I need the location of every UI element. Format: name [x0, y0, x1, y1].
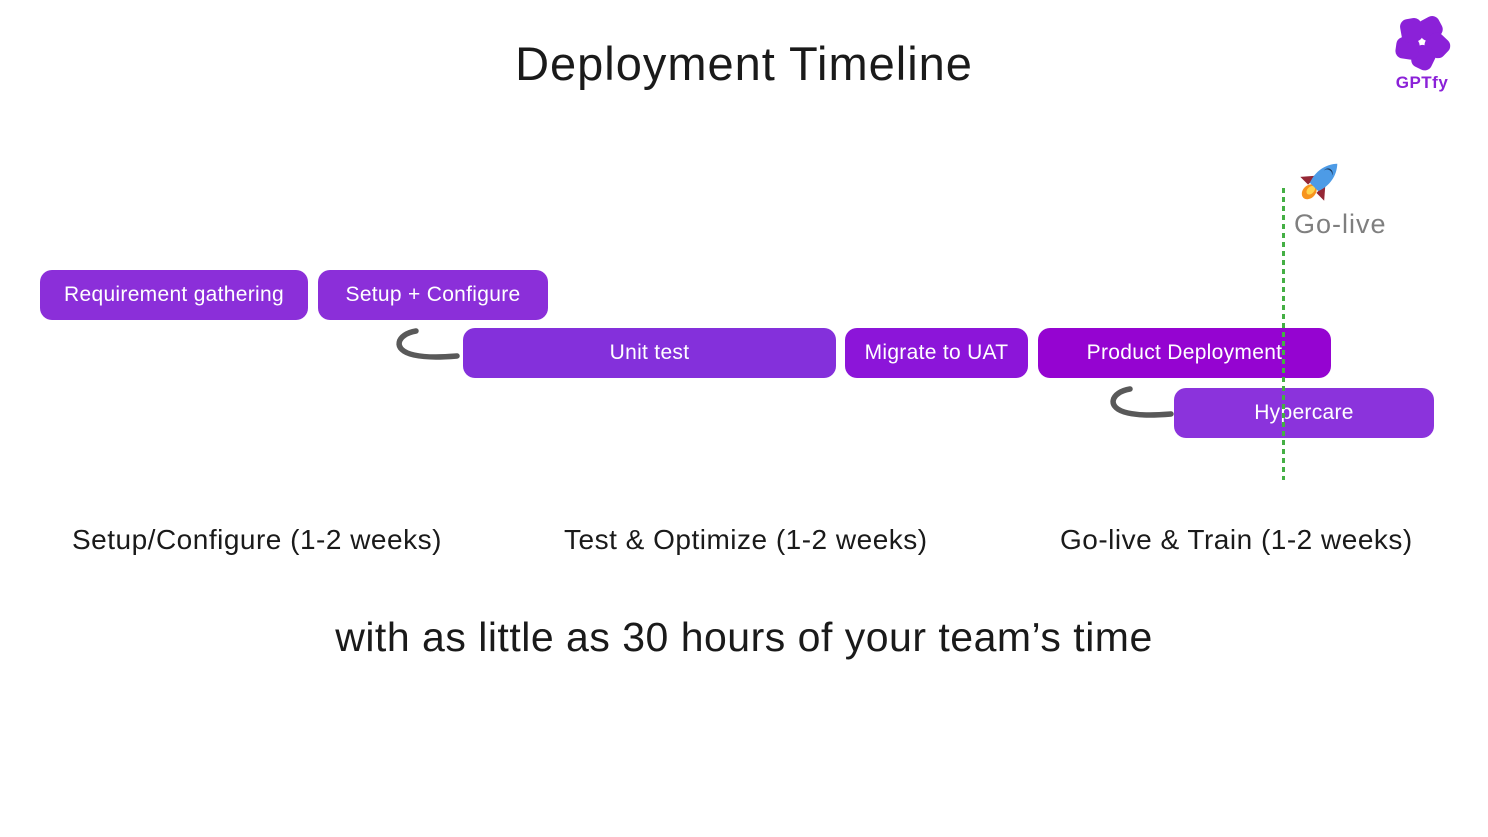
connector-deployment-to-hypercare: [1110, 386, 1174, 418]
bar-hypercare: Hypercare: [1174, 388, 1434, 438]
bar-unit-test: Unit test: [463, 328, 836, 378]
bar-product-deployment: Product Deployment: [1038, 328, 1331, 378]
rocket-icon: [1300, 163, 1338, 201]
gptfy-logo: GPTfy: [1386, 12, 1458, 93]
phase-label-test-optimize: Test & Optimize (1-2 weeks): [564, 524, 928, 555]
bar-migrate-to-uat: Migrate to UAT: [845, 328, 1028, 378]
gptfy-logo-text: GPTfy: [1395, 73, 1449, 92]
golive-label: Go-live: [1294, 209, 1387, 239]
page-title: Deployment Timeline: [515, 37, 973, 90]
footer-tagline: with as little as 30 hours of your team’…: [335, 614, 1153, 660]
gptfy-pinwheel-icon: [1395, 16, 1451, 71]
bar-requirement-gathering: Requirement gathering: [40, 270, 308, 320]
phase-label-setup-configure: Setup/Configure (1-2 weeks): [72, 524, 442, 555]
connector-setup-to-unittest: [396, 328, 460, 360]
phase-label-golive-train: Go-live & Train (1-2 weeks): [1060, 524, 1413, 555]
golive-dashed-line: [1282, 188, 1285, 480]
bar-setup-configure: Setup + Configure: [318, 270, 548, 320]
